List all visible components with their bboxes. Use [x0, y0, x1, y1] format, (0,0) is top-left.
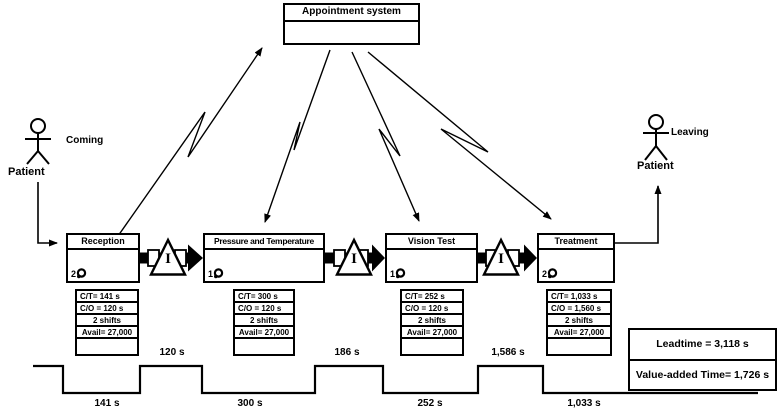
timeline-va-label-0: 141 s: [94, 398, 120, 409]
process-box-vision-test: Vision Test 1: [385, 233, 478, 283]
results-box: Leadtime = 3,118 s Value-added Time= 1,7…: [628, 328, 777, 391]
timeline-va-label-2: 252 s: [417, 398, 443, 409]
operator-count-reception: 2: [71, 268, 87, 279]
patient-in-label: Patient: [8, 166, 45, 178]
data-box-pressure-temperature: C/T= 300 s C/O = 120 s 2 shifts Avail= 2…: [233, 289, 295, 356]
operator-number: 1: [390, 269, 396, 279]
coming-label: Coming: [66, 135, 104, 146]
operator-icon: [547, 268, 558, 279]
timeline-wait-label-1: 186 s: [334, 347, 360, 358]
flow-arrow-patient-to-reception: [37, 182, 58, 247]
patient-out-label: Patient: [637, 160, 674, 172]
info-flow-reception-to-appointment: [117, 47, 263, 237]
process-box-pressure-temperature: Pressure and Temperature 1: [203, 233, 325, 283]
value-added-time-value: Value-added Time= 1,726 s: [635, 368, 770, 381]
info-flow-appointment-to-pressure: [264, 49, 331, 223]
process-box-reception: Reception 2: [66, 233, 140, 283]
operator-count-pressure-temperature: 1: [208, 268, 224, 279]
patient-leaving-icon: [643, 114, 669, 161]
operator-icon: [395, 268, 406, 279]
process-title-reception: Reception: [68, 235, 138, 250]
operator-icon: [213, 268, 224, 279]
leadtime-value: Leadtime = 3,118 s: [630, 330, 775, 361]
inventory-triangle-2: [482, 237, 520, 276]
patient-coming-icon: [25, 118, 51, 165]
operator-number: 1: [208, 269, 214, 279]
data-box-vision-test: C/T= 252 s C/O = 120 s 2 shifts Avail= 2…: [400, 289, 464, 356]
data-box-treatment: C/T= 1,033 s C/O = 1,560 s 2 shifts Avai…: [546, 289, 612, 356]
inventory-label-1: I: [351, 251, 357, 267]
process-title-pressure-temperature: Pressure and Temperature: [205, 235, 323, 250]
appointment-system-box: Appointment system: [283, 3, 420, 45]
data-box-reception: C/T= 141 s C/O = 120 s 2 shifts Avail= 2…: [75, 289, 139, 356]
timeline-va-label-3: 1,033 s: [567, 398, 601, 409]
operator-count-treatment: 2: [542, 268, 558, 279]
push-arrow-0: [140, 237, 203, 276]
flow-arrow-treatment-to-patient: [615, 185, 662, 244]
appointment-system-title: Appointment system: [285, 5, 418, 22]
inventory-label-2: I: [498, 251, 504, 267]
operator-number: 2: [71, 269, 77, 279]
timeline-wait-label-0: 120 s: [159, 347, 185, 358]
info-flow-appointment-to-vision: [351, 51, 420, 222]
push-arrow-1: [325, 237, 385, 276]
leaving-label: Leaving: [671, 127, 709, 138]
process-title-treatment: Treatment: [539, 235, 613, 250]
inventory-triangle-1: [335, 237, 373, 276]
info-flow-appointment-to-treatment: [367, 51, 552, 220]
metric-empty-cell: [233, 337, 295, 356]
push-arrow-2: [478, 237, 537, 276]
timeline-wait-label-2: 1,586 s: [491, 347, 525, 358]
process-box-treatment: Treatment 2: [537, 233, 615, 283]
metric-empty-cell: [546, 337, 612, 356]
inventory-label-0: I: [165, 251, 171, 267]
operator-count-vision-test: 1: [390, 268, 406, 279]
process-title-vision-test: Vision Test: [387, 235, 476, 250]
timeline-va-label-1: 300 s: [237, 398, 263, 409]
metric-empty-cell: [75, 337, 139, 356]
operator-number: 2: [542, 269, 548, 279]
timeline-line: [33, 364, 758, 395]
metric-empty-cell: [400, 337, 464, 356]
inventory-triangle-0: [149, 237, 187, 276]
operator-icon: [76, 268, 87, 279]
